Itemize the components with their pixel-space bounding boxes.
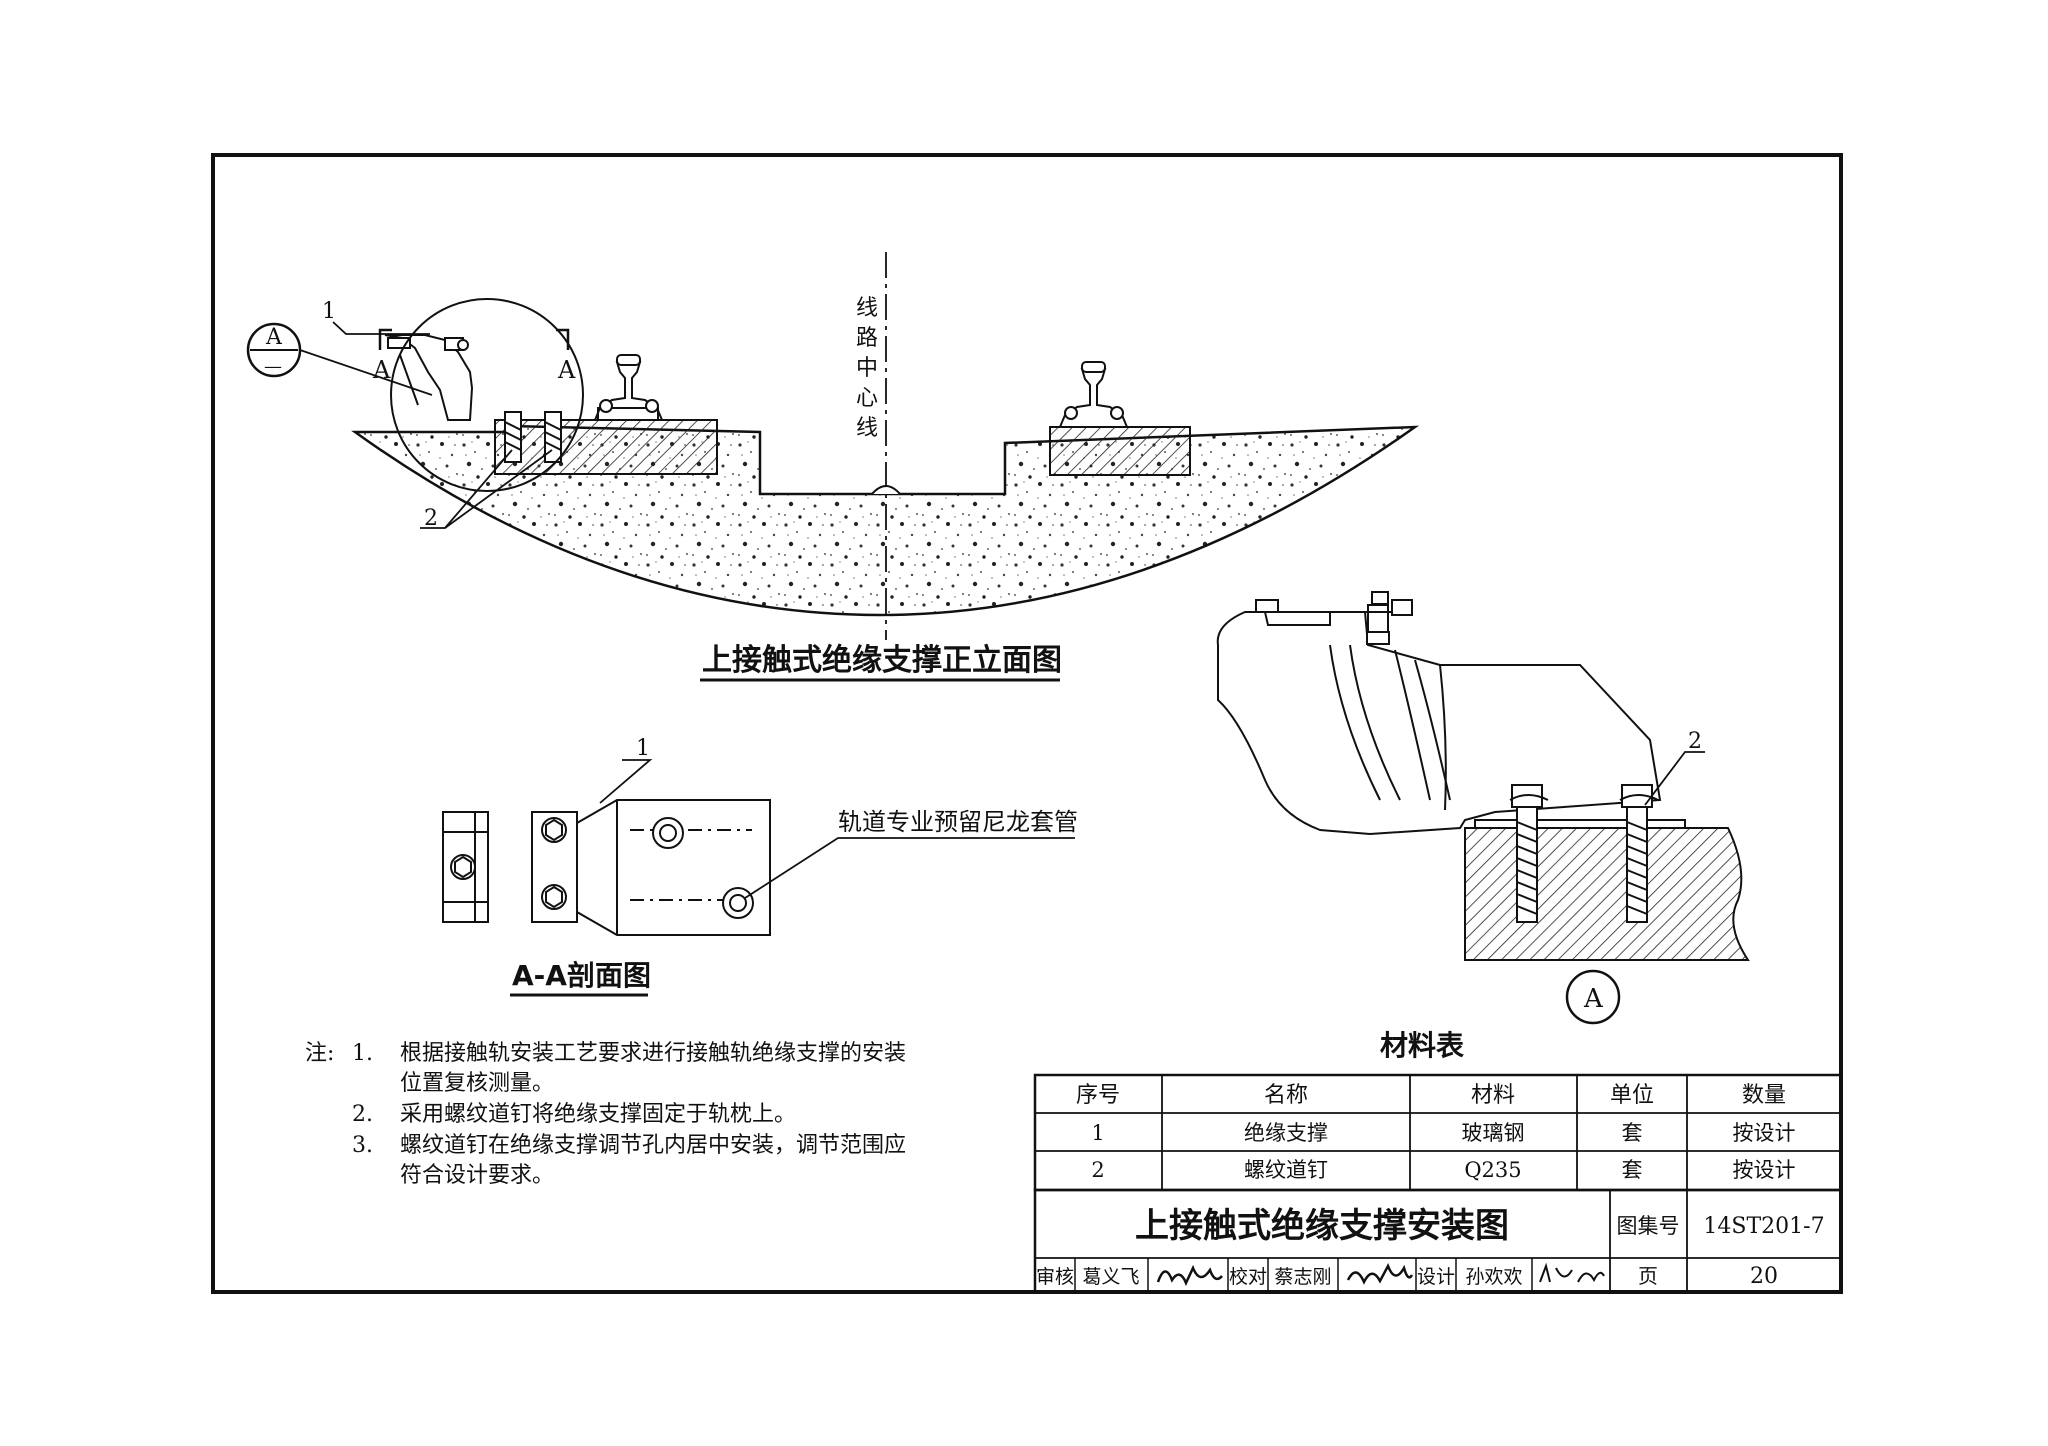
drain-bump xyxy=(871,485,901,495)
section-view-caption: A-A剖面图 xyxy=(512,959,651,992)
reviewer-name: 葛义飞 xyxy=(1082,1266,1139,1288)
materials-table-header: 序号 名称 材料 单位 数量 xyxy=(1076,1083,1786,1108)
detail-callout-2: 2 xyxy=(1688,729,1702,754)
running-rail-left xyxy=(593,354,664,421)
check-label: 校对 xyxy=(1229,1266,1267,1288)
section-AA-view xyxy=(442,799,771,936)
detail-marker-bottom: — xyxy=(264,356,282,377)
detail-circle-A xyxy=(390,298,584,492)
table-row-1-unit: 套 xyxy=(1622,1121,1643,1145)
table-row-2-qty: 按设计 xyxy=(1733,1158,1796,1182)
section-callout-1: 1 xyxy=(636,736,650,761)
front-callout-1-leader xyxy=(332,321,430,335)
table-row-1-qty: 按设计 xyxy=(1733,1121,1796,1145)
centerline-char-1: 线 xyxy=(856,296,878,321)
table-row-2-unit: 套 xyxy=(1622,1158,1643,1182)
note-3-number: 3. xyxy=(352,1133,373,1158)
front-view-caption: 上接触式绝缘支撑正立面图 xyxy=(702,643,1062,678)
table-row-1-material: 玻璃钢 xyxy=(1462,1121,1525,1145)
note-1-line-2: 位置复核测量。 xyxy=(400,1071,554,1096)
table-header-index: 序号 xyxy=(1076,1083,1120,1108)
notes: 注: 1. 根据接触轨安装工艺要求进行接触轨绝缘支撑的安装 位置复核测量。 2.… xyxy=(305,1041,906,1188)
notes-prefix: 注: xyxy=(305,1041,334,1066)
table-header-qty: 数量 xyxy=(1742,1083,1786,1108)
insulating-support-small xyxy=(384,334,474,421)
section-callout-1-leader xyxy=(599,759,653,804)
materials-table-row: 1 绝缘支撑 玻璃钢 套 按设计 xyxy=(1091,1121,1795,1145)
detail-marker-leader xyxy=(299,349,433,396)
detail-support-profile xyxy=(1216,611,1662,836)
checker-name: 蔡志刚 xyxy=(1274,1266,1331,1288)
table-row-2-index: 2 xyxy=(1091,1158,1104,1182)
page-number: 20 xyxy=(1750,1264,1778,1289)
materials-table-title: 材料表 xyxy=(1380,1029,1464,1062)
table-header-unit: 单位 xyxy=(1610,1083,1654,1108)
note-2-line-1: 采用螺纹道钉将绝缘支撑固定于轨枕上。 xyxy=(400,1102,796,1127)
sheet-border xyxy=(211,153,1843,1294)
checker-signature xyxy=(1346,1263,1414,1285)
front-elevation-view: A A A — 1 2 线 路 中 心 线 上接触式绝缘支撑正立面图 xyxy=(246,252,1420,682)
sleeper-left xyxy=(494,419,718,475)
title-block xyxy=(1033,1188,1843,1294)
table-row-1-name: 绝缘支撑 xyxy=(1244,1121,1328,1145)
nylon-sleeve-leader xyxy=(744,837,1075,899)
review-label: 审核 xyxy=(1036,1266,1074,1288)
reviewer-signature xyxy=(1156,1264,1223,1287)
centerline-char-4: 心 xyxy=(856,386,878,411)
centerline-label: 线 路 中 心 线 xyxy=(856,296,878,441)
atlas-number: 14ST201-7 xyxy=(1703,1214,1824,1239)
detail-sleeper xyxy=(1464,827,1750,961)
materials-table-row: 2 螺纹道钉 Q235 套 按设计 xyxy=(1091,1158,1795,1182)
detail-A-view xyxy=(1216,591,1750,961)
note-3-line-2: 符合设计要求。 xyxy=(400,1163,554,1188)
materials-table xyxy=(1033,1073,1843,1192)
note-2-number: 2. xyxy=(352,1102,373,1127)
note-1-line-1: 根据接触轨安装工艺要求进行接触轨绝缘支撑的安装 xyxy=(400,1041,906,1066)
detail-spike-right xyxy=(1619,784,1659,923)
running-rail-right xyxy=(1058,361,1129,428)
detail-A-marker xyxy=(1565,969,1621,1025)
section-cut-marks xyxy=(378,328,570,350)
page-label: 页 xyxy=(1638,1264,1658,1288)
table-header-name: 名称 xyxy=(1264,1083,1308,1108)
front-callout-2-leader-b xyxy=(444,449,553,529)
front-callout-1: 1 xyxy=(322,299,336,324)
detail-A-marker-label: A xyxy=(1583,984,1604,1014)
table-row-1-index: 1 xyxy=(1091,1121,1104,1145)
front-callout-2: 2 xyxy=(424,506,438,531)
centerline-char-2: 路 xyxy=(856,326,878,351)
design-label: 设计 xyxy=(1417,1266,1455,1288)
table-row-2-name: 螺纹道钉 xyxy=(1244,1158,1328,1182)
note-3-line-1: 螺纹道钉在绝缘支撑调节孔内居中安装，调节范围应 xyxy=(400,1133,906,1158)
designer-signature xyxy=(1539,1262,1605,1283)
sleeper-right xyxy=(1049,426,1191,476)
atlas-label: 图集号 xyxy=(1617,1214,1680,1238)
centerline-char-3: 中 xyxy=(856,356,878,381)
detail-spike-left xyxy=(1509,784,1549,923)
centerline-char-5: 线 xyxy=(856,416,878,441)
detail-callout-2-leader xyxy=(1644,751,1705,806)
table-header-material: 材料 xyxy=(1471,1083,1515,1108)
drawing-title: 上接触式绝缘支撑安装图 xyxy=(1135,1206,1509,1246)
detail-marker-top: A xyxy=(265,325,283,350)
note-1-number: 1. xyxy=(352,1041,373,1066)
nylon-sleeve-label: 轨道专业预留尼龙套管 xyxy=(838,808,1078,836)
designer-name: 孙欢欢 xyxy=(1465,1266,1522,1288)
table-row-2-material: Q235 xyxy=(1464,1158,1521,1182)
section-mark-right: A xyxy=(557,356,576,384)
threaded-spikes-small xyxy=(504,411,562,463)
